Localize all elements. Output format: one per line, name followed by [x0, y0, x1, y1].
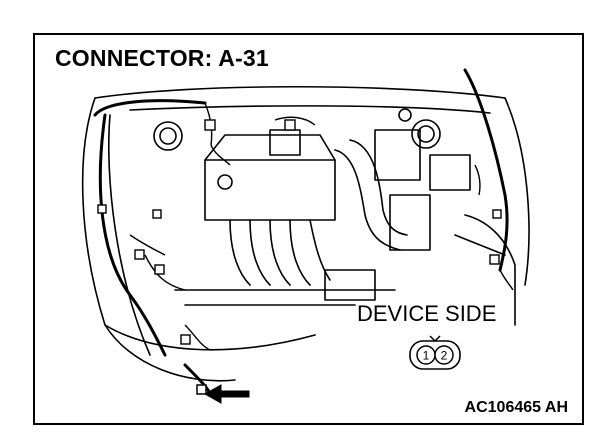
figure-code: AC106465 AH — [464, 399, 568, 416]
device-side-label: DEVICE SIDE — [357, 301, 497, 326]
pin-2-label: 2 — [441, 349, 448, 363]
diagram-frame: 1 2 CONNECTOR: A-31 DEVICE SIDE AC106465… — [33, 33, 584, 425]
connector-symbol: 1 2 — [409, 335, 461, 370]
pin-1-label: 1 — [423, 349, 430, 363]
engine-bay-illustration: 1 2 — [81, 68, 530, 404]
connector-title: CONNECTOR: A-31 — [55, 45, 269, 71]
